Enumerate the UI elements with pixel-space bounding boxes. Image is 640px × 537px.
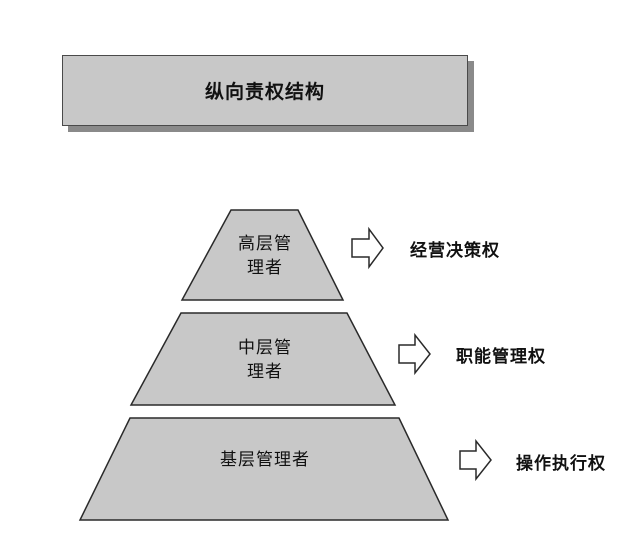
tier-label-top: 高层管 理者 [222, 232, 308, 280]
right-arrow-icon [351, 226, 384, 270]
tier-label-top-line2: 理者 [247, 258, 283, 278]
pyramid-tier-middle [129, 312, 397, 406]
tier-label-top-line1: 高层管 [238, 234, 292, 254]
right-label-bottom: 操作执行权 [516, 454, 606, 474]
right-label-middle: 职能管理权 [456, 347, 546, 367]
pyramid-tier-top [180, 209, 345, 301]
tier-label-middle-line1: 中层管 [238, 338, 292, 358]
diagram-title: 纵向责权结构 [204, 81, 325, 103]
tier-label-bottom: 基层管理者 [190, 448, 340, 472]
tier-label-bottom-line1: 基层管理者 [220, 450, 310, 470]
right-label-top: 经营决策权 [410, 241, 500, 261]
pyramid-tier-bottom [78, 417, 450, 521]
tier-label-middle-line2: 理者 [247, 362, 283, 382]
tier-label-middle: 中层管 理者 [222, 336, 308, 384]
title-box: 纵向责权结构 [62, 55, 468, 126]
right-arrow-icon [398, 332, 431, 376]
right-arrow-icon [459, 438, 492, 482]
